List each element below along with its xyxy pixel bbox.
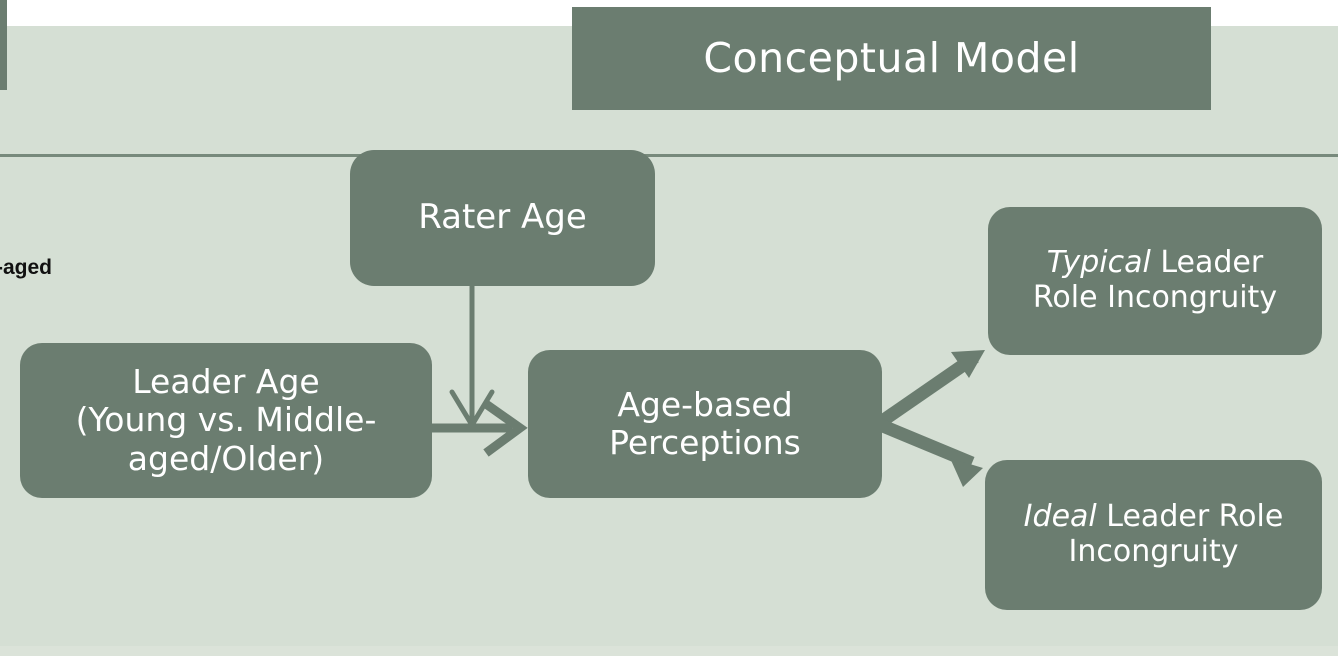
node-ideal-line1: Ideal Leader Role [1023, 499, 1284, 535]
node-ideal-leader-role-incongruity[interactable]: Ideal Leader Role Incongruity [985, 460, 1322, 610]
node-ideal-line1-rest: Leader Role [1096, 499, 1284, 535]
node-rater-age-label: Rater Age [418, 197, 587, 238]
node-typical-emphasis: Typical [1046, 245, 1151, 281]
node-leader-age[interactable]: Leader Age (Young vs. Middle- aged/Older… [20, 343, 432, 498]
node-typical-line1: Typical Leader [1033, 245, 1277, 281]
arrow-leader-age-to-perceptions [432, 400, 528, 457]
node-ideal-text: Ideal Leader Role Incongruity [1023, 499, 1284, 570]
node-leader-age-line2: (Young vs. Middle- [75, 400, 377, 440]
node-age-based-perceptions[interactable]: Age-based Perceptions [528, 350, 882, 498]
node-leader-age-text: Leader Age (Young vs. Middle- aged/Older… [75, 362, 377, 478]
arrow-perceptions-to-typical [874, 350, 985, 430]
node-typical-line2: Role Incongruity [1032, 280, 1278, 315]
cutoff-text-fragment: -aged [0, 256, 53, 279]
node-typical-text: Typical Leader Role Incongruity [1032, 245, 1278, 316]
node-leader-age-line1: Leader Age [132, 362, 320, 402]
bottom-accent-band [0, 646, 1338, 656]
left-edge-accent-bar [0, 0, 7, 90]
arrow-perceptions-to-ideal [875, 417, 983, 487]
node-ideal-emphasis: Ideal [1023, 499, 1097, 535]
node-ideal-line2: Incongruity [1068, 534, 1239, 569]
page-title: Conceptual Model [703, 33, 1080, 82]
title-banner: Conceptual Model [572, 7, 1211, 110]
node-typical-line1-rest: Leader [1150, 245, 1264, 281]
node-leader-age-line3: aged/Older) [127, 438, 325, 478]
node-age-based-perceptions-line1: Age-based [617, 384, 793, 424]
node-age-based-perceptions-line2: Perceptions [609, 423, 801, 462]
node-age-based-perceptions-text: Age-based Perceptions [609, 384, 801, 463]
node-rater-age[interactable]: Rater Age [350, 150, 655, 286]
node-typical-leader-role-incongruity[interactable]: Typical Leader Role Incongruity [988, 207, 1322, 355]
header-divider [0, 154, 1338, 157]
arrow-rater-age-to-perceptions [449, 286, 495, 430]
